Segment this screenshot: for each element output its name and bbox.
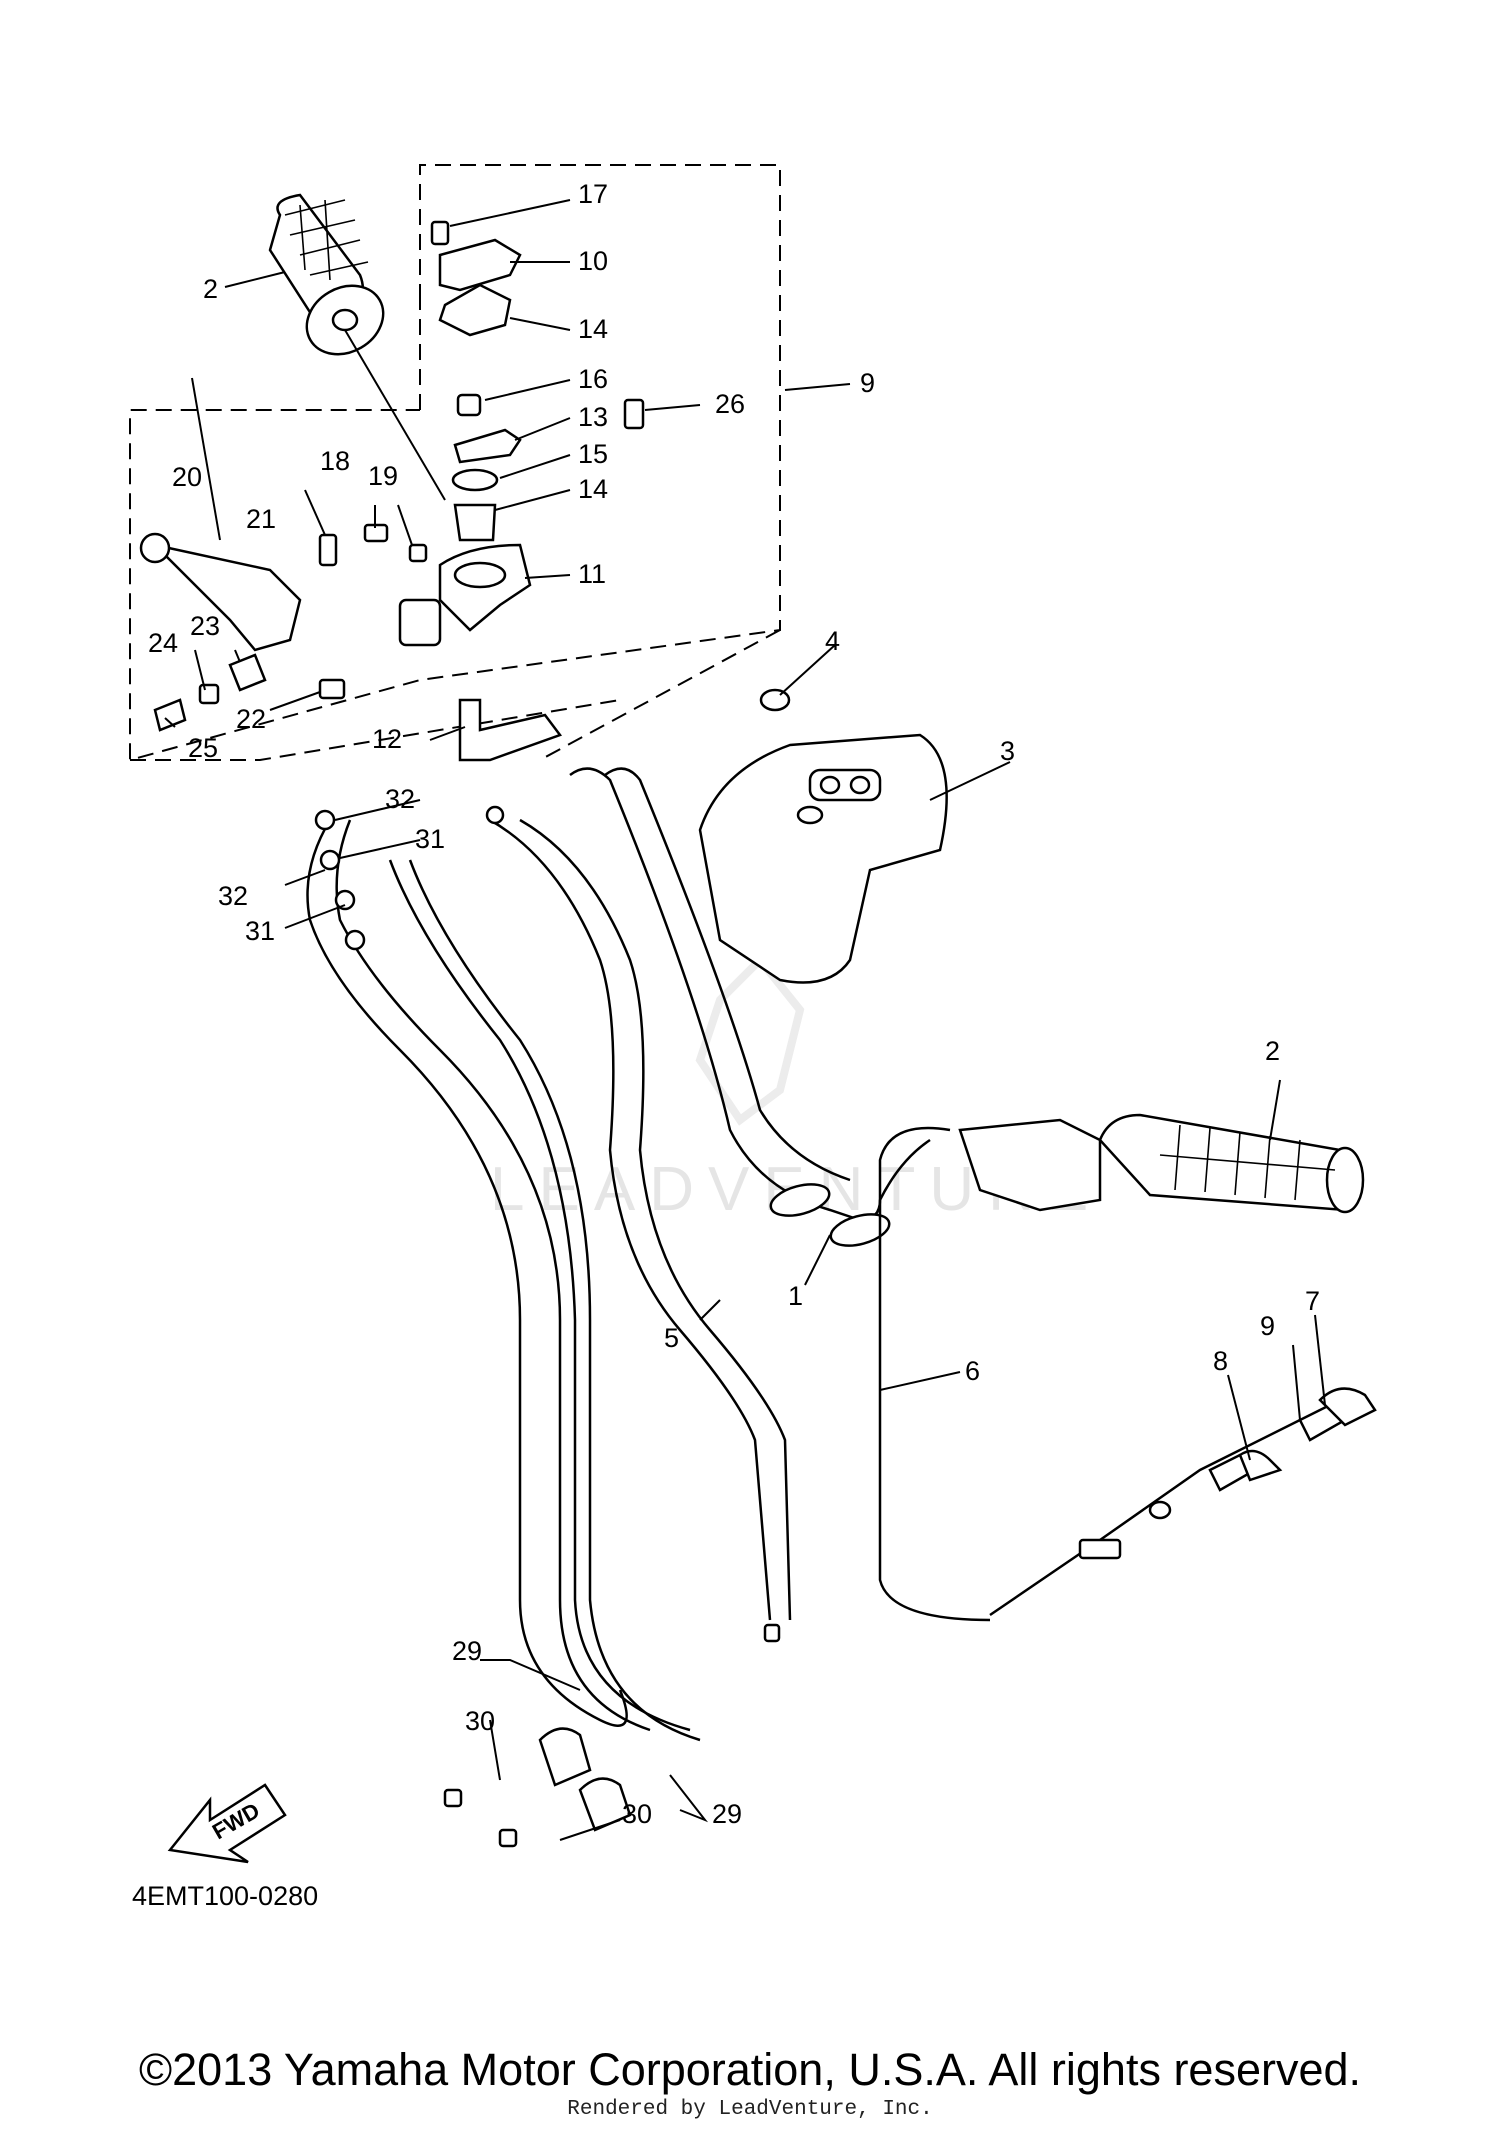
callout-6: 6 [965, 1356, 980, 1386]
copyright-notice: ©2013 Yamaha Motor Corporation, U.S.A. A… [138, 2044, 1362, 2095]
throttle-cover-parts [430, 220, 645, 542]
callout-31-upper: 31 [415, 824, 445, 854]
callout-29-right: 29 [712, 1799, 742, 1829]
callouts: 2 17 10 14 16 13 15 14 26 9 11 12 20 18 … [148, 179, 1320, 1829]
left-grip [268, 193, 385, 356]
leader-lines [164, 199, 1326, 1841]
callout-4: 4 [825, 626, 840, 656]
callout-20: 18 [320, 446, 350, 476]
callout-26: 24 [148, 628, 178, 658]
callout-14: 13 [578, 402, 608, 432]
callout-22: 20 [172, 462, 202, 492]
callout-15: 14 [578, 314, 608, 344]
callout-27: 25 [188, 733, 218, 763]
callout-5: 5 [664, 1323, 679, 1353]
callout-30-right: 30 [622, 1799, 652, 1829]
callout-13: 12 [372, 724, 402, 754]
callout-21: 19 [368, 461, 398, 491]
callout-3: 3 [1000, 736, 1015, 766]
callout-12: 11 [578, 559, 606, 589]
callout-11: 10 [578, 246, 608, 276]
callout-31-lower: 31 [245, 916, 275, 946]
lever-assembly [139, 523, 563, 762]
callout-28: 26 [715, 389, 745, 419]
rendered-by-notice: Rendered by LeadVenture, Inc. [567, 2098, 933, 2121]
callout-24: 22 [236, 704, 266, 734]
callout-7: 7 [1305, 1286, 1320, 1316]
handlebar-cover [698, 688, 948, 984]
assembly-boundary [129, 164, 781, 762]
callout-17: 15 [578, 439, 608, 469]
left-cables [306, 809, 701, 1848]
callout-2-right: 2 [1265, 1036, 1280, 1066]
callout-2-left: 2 [203, 274, 218, 304]
callout-16: 14 [578, 474, 608, 504]
right-grip [958, 1113, 1365, 1214]
callout-32-lower: 32 [218, 881, 248, 911]
callout-32-upper: 32 [385, 784, 415, 814]
diagram-code: 4EMT100-0280 [132, 1881, 318, 1911]
callout-25: 23 [190, 611, 220, 641]
fwd-arrow-icon: FWD [167, 1783, 287, 1864]
callout-23: 21 [246, 504, 276, 534]
right-cable [878, 1126, 1377, 1622]
callout-8: 8 [1213, 1346, 1228, 1376]
callout-18: 16 [578, 364, 608, 394]
callout-30-left: 30 [465, 1706, 495, 1736]
callout-9: 9 [1260, 1311, 1275, 1341]
callout-10: 9 [860, 368, 875, 398]
callout-1: 1 [788, 1281, 803, 1311]
callout-29-left: 29 [452, 1636, 482, 1666]
callout-19: 17 [578, 179, 608, 209]
center-cable [485, 805, 792, 1643]
